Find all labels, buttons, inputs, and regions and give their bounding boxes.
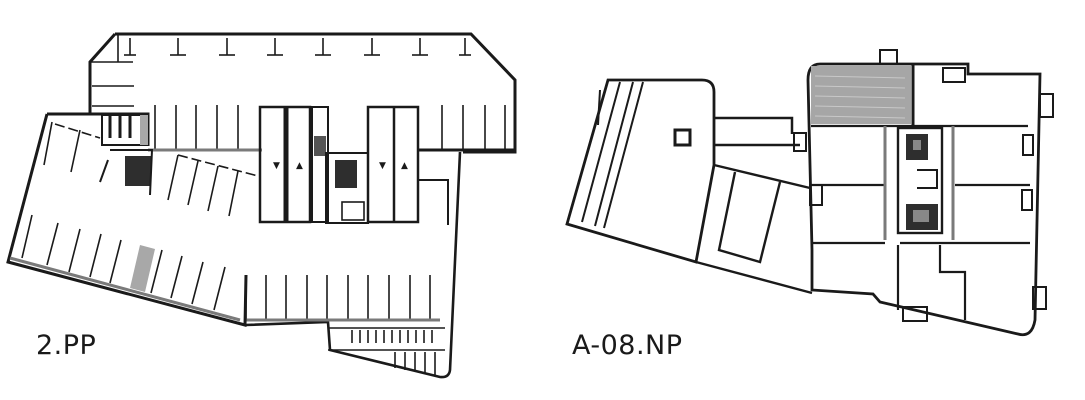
stair-core-center	[311, 106, 369, 224]
svg-text:▼: ▼	[379, 161, 386, 171]
parking-upper-wing-outline	[88, 32, 517, 154]
svg-text:▲: ▲	[401, 161, 408, 171]
top-stall-marks	[90, 34, 471, 63]
svg-text:▼: ▼	[273, 161, 280, 171]
plan-label-residential: A-08.NP	[572, 330, 683, 361]
stair-core-left	[99, 114, 154, 196]
upper-left-stripes	[92, 85, 134, 107]
stair-core-residential	[896, 126, 944, 235]
lower-stall-lines	[245, 275, 440, 322]
ramp-left: ▼ ▲	[258, 105, 312, 224]
angled-stalls-top	[43, 121, 259, 217]
svg-text:▲: ▲	[296, 161, 303, 171]
parking-right-wing-outline	[244, 151, 462, 379]
plan-parking-level: ▼ ▲ ▼ ▲	[6, 32, 517, 379]
plan-label-parking: 2.PP	[36, 330, 97, 361]
accessible-stall	[130, 245, 155, 292]
middle-stall-lines	[148, 105, 515, 152]
motorbike-stalls	[328, 327, 445, 376]
plan-residential-level	[565, 49, 1054, 337]
terrace-hatch	[814, 75, 906, 119]
ramp-right: ▼ ▲	[366, 105, 420, 224]
interior-walls	[811, 124, 1030, 320]
hatched-terrace	[811, 66, 911, 124]
west-wing-outline	[565, 78, 716, 264]
angled-stalls-bottom	[21, 214, 226, 311]
column-block	[673, 128, 692, 147]
